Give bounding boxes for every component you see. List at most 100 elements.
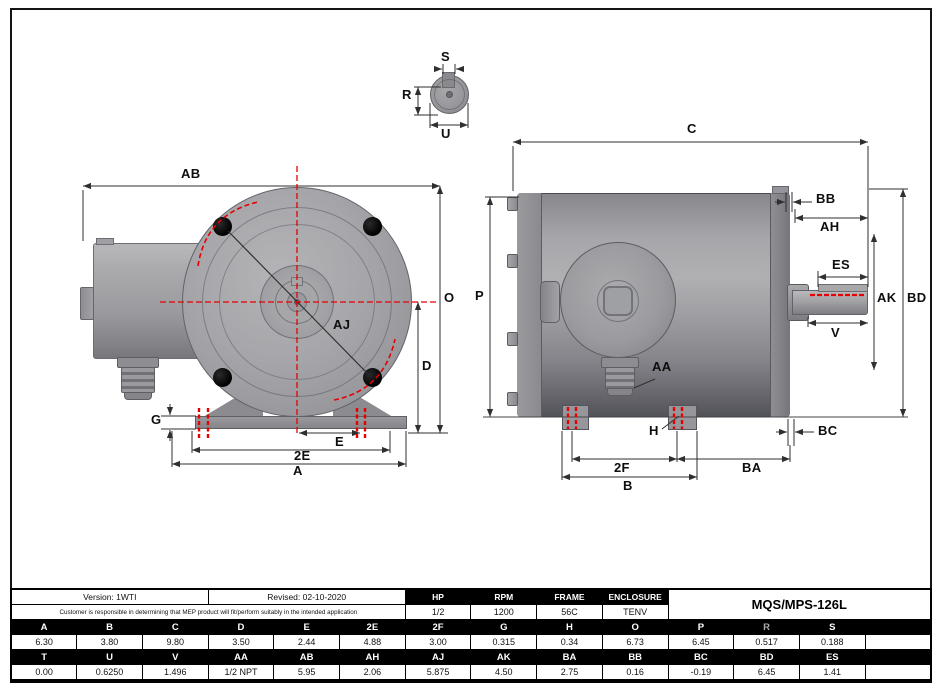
shaft-end-view-rim [434,79,465,110]
dim-value-cell: 1.496 [141,664,209,682]
dim-value-cell: 6.45 [733,664,800,682]
dim-value-cell: 0.188 [798,634,866,650]
dim-header-row-2: T U V AA AB AH AJ AK BA BB BC BD ES [10,649,932,665]
dim-label-2f: 2F [614,460,630,475]
dim-label-h: H [649,423,659,438]
dim-header-cell: T [10,649,78,665]
dim-value-row-1: 6.30 3.80 9.80 3.50 2.44 4.88 3.00 0.315… [10,634,932,650]
dim-header-cell: ES [798,649,866,665]
dim-header-cell: E [273,619,341,635]
dim-header-cell: BD [733,649,800,665]
front-view-center-dot [294,299,300,305]
bolt-hole-top-right [363,217,382,236]
dim-label-c: C [687,121,697,136]
dim-label-p: P [475,288,484,303]
side-view-rear-band [517,193,542,417]
dim-value-cell: 0.315 [470,634,538,650]
conduit-fitting-threads [121,367,155,393]
dim-header-cell: BC [667,649,735,665]
side-view-flange-lip [772,186,789,194]
dim-value-cell: 5.875 [404,664,472,682]
dim-header-cell [864,649,932,665]
dim-header-cell: G [470,619,538,635]
dim-header-cell: 2F [404,619,472,635]
front-view-foot-bar [195,416,407,429]
dim-value-cell: 4.50 [470,664,538,682]
dim-header-cell: H [536,619,603,635]
dim-header-cell: 2E [339,619,406,635]
dim-label-a: A [293,463,303,478]
dim-value-cell: -0.19 [667,664,735,682]
dim-label-d: D [422,358,432,373]
dim-header-cell: AA [207,649,275,665]
revised-cell: Revised: 02-10-2020 [207,588,406,605]
side-view-aa-fitting-threads [605,367,635,390]
side-view-flange-band [770,193,790,417]
side-view-plug-ring [597,280,639,322]
dim-label-o: O [444,290,455,305]
dim-value-cell: 0.16 [601,664,669,682]
dim-label-es: ES [832,257,850,272]
dim-value-cell: 3.00 [404,634,472,650]
dim-label-ab: AB [181,166,201,181]
dim-value-cell: 3.80 [76,634,143,650]
dim-header-cell: R [733,619,800,635]
dim-label-ba: BA [742,460,762,475]
side-view-rear-bolt-1 [507,197,518,211]
dim-value-cell: 9.80 [141,634,209,650]
side-view-hub-bump [540,281,560,323]
dim-label-bb: BB [816,191,836,206]
dim-label-bd: BD [907,290,927,305]
side-view-rear-bolt-3 [507,332,518,346]
rpm-header-cell: RPM [470,588,538,605]
side-view-aa-fitting-cap [607,388,633,396]
dim-label-g: G [151,412,162,427]
model-cell: MQS/MPS-126L [667,588,932,620]
dim-value-cell: 0.517 [733,634,800,650]
dim-header-row-1: A B C D E 2E 2F G H O P R S [10,619,932,635]
dim-header-cell: U [76,649,143,665]
front-view-keyway-notch [291,277,303,286]
dim-header-cell: AB [273,649,341,665]
dim-label-ah: AH [820,219,840,234]
dim-label-aj: AJ [333,317,351,332]
disclaimer-cell: Customer is responsible in determining t… [10,604,406,620]
dim-label-ak: AK [877,290,897,305]
enclosure-header-cell: ENCLOSURE [601,588,669,605]
side-view-foot-right [668,405,697,430]
dim-header-cell: AH [339,649,406,665]
dim-header-cell: AJ [404,649,472,665]
dim-header-cell: P [667,619,735,635]
dim-label-2e: 2E [294,448,311,463]
dim-header-cell: BB [601,649,669,665]
dim-header-cell: BA [536,649,603,665]
dim-value-cell: 4.88 [339,634,406,650]
dim-label-v: V [831,325,840,340]
title-block-table: Version: 1WTI Revised: 02-10-2020 H P RPM… [10,588,932,683]
dim-value-cell [864,664,932,682]
dim-label-aa: AA [652,359,672,374]
version-cell: Version: 1WTI [10,588,209,605]
dim-label-r: R [402,87,412,102]
dim-value-cell: 0.34 [536,634,603,650]
dim-header-cell: D [207,619,275,635]
dim-header-cell: V [141,649,209,665]
bolt-hole-bottom-left [213,368,232,387]
front-view-body-step [96,238,114,245]
dim-header-cell: O [601,619,669,635]
dim-value-cell: 6.30 [10,634,78,650]
conduit-fitting-cap [124,392,152,400]
frame-header-cell: FRAME [536,588,603,605]
dim-value-cell: 1.41 [798,664,866,682]
rpm-value-cell: 1200 [470,604,538,620]
dim-label-b: B [623,478,633,493]
shaft-end-view-center-dot [446,91,453,98]
side-view-square-plug [603,286,633,316]
dim-label-e: E [335,434,344,449]
side-view-rear-bolt-4 [507,392,518,406]
dim-value-row-2: 0.00 0.6250 1.496 1/2 NPT 5.95 2.06 5.87… [10,664,932,682]
dim-value-cell: 3.50 [207,634,275,650]
dim-value-cell: 0.00 [10,664,78,682]
dim-value-cell: 0.6250 [76,664,143,682]
